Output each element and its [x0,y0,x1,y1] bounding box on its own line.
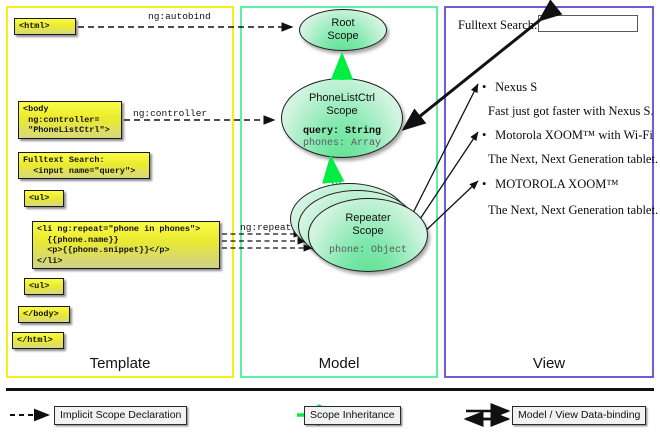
bullet-icon: • [482,128,487,142]
column-view: View [444,6,654,378]
code-box-ul-close: <ul> [24,278,64,295]
phone-snippet: The Next, Next Generation tablet. [488,152,659,166]
bullet-icon: • [482,177,487,191]
list-item: • Nexus S [482,80,537,95]
scope-repeater-prop-phone: phone: Object [328,245,407,256]
code-box-ul-open: <ul> [24,190,64,207]
scope-phonelistctrl-title-2: Scope [326,105,358,117]
connector-label-repeat: ng:repeat [240,222,292,233]
scope-repeater: Repeater Scope phone: Object [308,198,428,272]
legend-divider [6,388,654,391]
code-box-html-close: </html> [12,332,64,349]
list-item: • Motorola XOOM™ with Wi-Fi [482,128,653,143]
code-box-body-close: </body> [18,306,70,323]
scope-phonelistctrl-prop-phones: phones: Array [302,138,381,149]
view-search-label: Fulltext Search: [458,18,538,32]
search-input[interactable] [538,15,638,32]
code-box-body-controller: <body ng:controller= "PhoneListCtrl"> [18,101,122,139]
phone-name: Motorola XOOM™ with Wi-Fi [495,128,653,142]
scope-phonelistctrl: PhoneListCtrl Scope query: String phones… [281,78,403,158]
column-label-template: Template [89,355,151,372]
scope-repeater-title-2: Scope [352,225,384,237]
phone-name: MOTOROLA XOOM™ [495,177,619,191]
scope-phonelistctrl-prop-query: query: String [302,126,381,137]
phone-snippet: Fast just got faster with Nexus S. [488,104,654,118]
code-box-li-repeat: <li ng:repeat="phone in phones"> {{phone… [32,221,220,269]
legend-item-model-view-data-binding: Model / View Data-binding [512,406,647,425]
scope-root-title-1: Root [331,17,355,29]
legend-item-scope-inheritance: Scope Inheritance [304,406,401,425]
column-label-model: Model [318,355,360,372]
legend-item-implicit-scope-declaration: Implicit Scope Declaration [54,406,188,425]
code-box-html-open: <html> [14,18,76,35]
connector-label-controller: ng:controller [133,108,208,119]
list-item: • MOTOROLA XOOM™ [482,177,619,192]
column-label-view: View [532,355,566,372]
scope-root: Root Scope [299,9,387,51]
scope-phonelistctrl-title-1: PhoneListCtrl [308,92,376,104]
scope-root-title-2: Scope [327,30,359,42]
legend-double-arrow-icon [463,402,511,428]
phone-name: Nexus S [495,80,538,94]
code-box-fulltext-search: Fulltext Search: <input name="query"> [18,152,150,179]
phone-snippet: The Next, Next Generation tablet. [488,203,659,217]
bullet-icon: • [482,80,487,94]
connector-label-autobind: ng:autobind [148,11,211,22]
scope-repeater-title-1: Repeater [345,212,391,224]
